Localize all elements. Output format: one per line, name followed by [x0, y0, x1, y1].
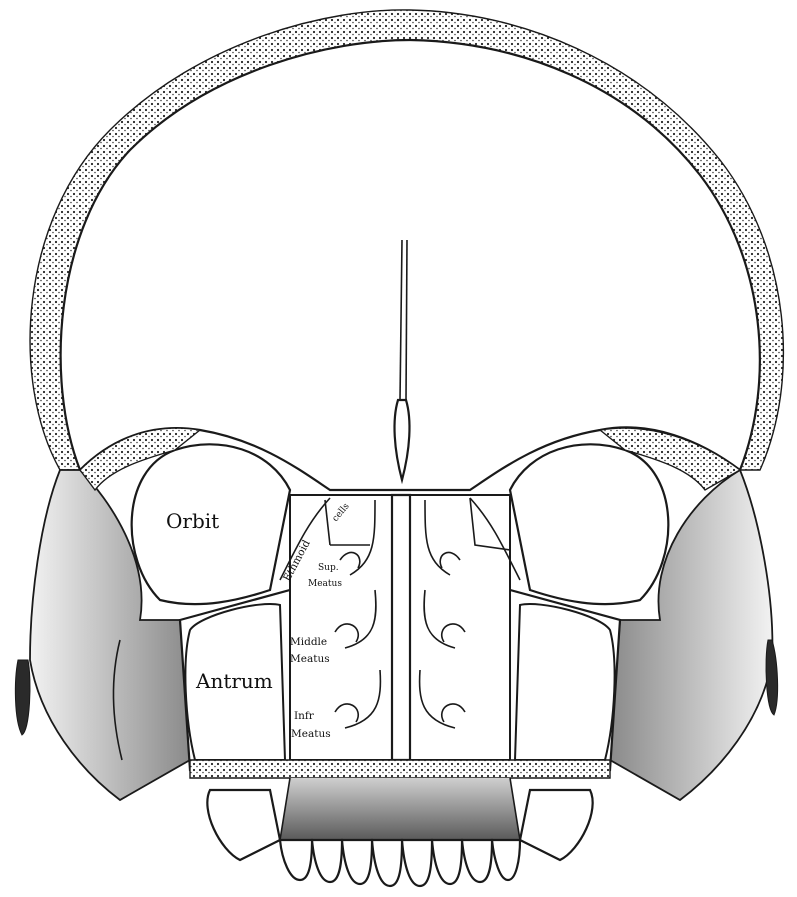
middle-meatus-label-2: Meatus	[290, 653, 330, 665]
cranial-vault	[30, 10, 783, 490]
inf-meatus-label-1: Infr	[294, 710, 315, 722]
nasal-septum	[392, 495, 410, 760]
sup-meatus-label-2: Meatus	[308, 579, 342, 589]
right-nasal-cavity	[410, 495, 510, 760]
middle-meatus-label-1: Middle	[290, 636, 327, 648]
inf-meatus-label-2: Meatus	[291, 728, 331, 740]
right-antrum-cavity	[515, 604, 615, 760]
orbit-label: Orbit	[166, 509, 219, 533]
teeth-row	[280, 840, 520, 886]
antrum-label: Antrum	[195, 669, 273, 693]
sup-meatus-label-1: Sup.	[318, 563, 339, 573]
